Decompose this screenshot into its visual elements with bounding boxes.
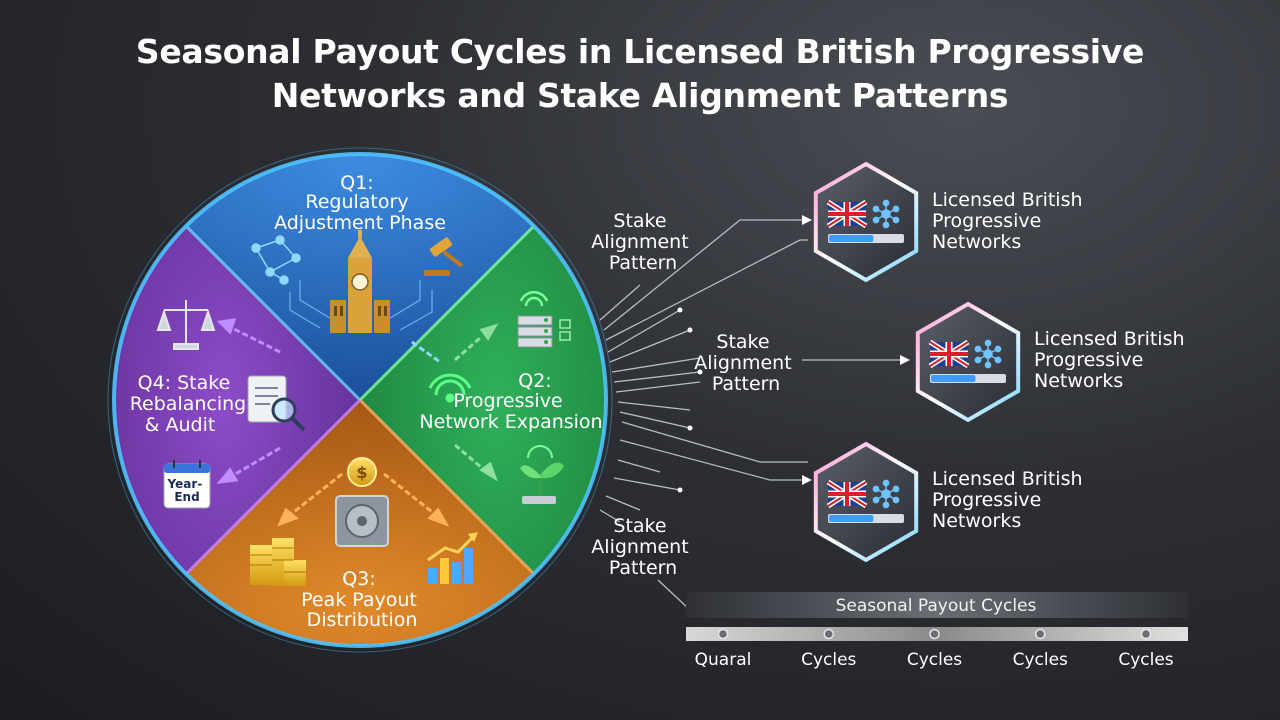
svg-text:$: $: [356, 463, 367, 482]
stake-label-1: Stake Alignment Pattern: [591, 210, 694, 274]
plant-icon: [520, 445, 564, 504]
q3-line1: Q3:: [342, 568, 375, 590]
q4-label: Q4: Stake Rebalancing & Audit: [130, 372, 253, 436]
q4-chain: [216, 318, 281, 484]
timeline: Seasonal Payout Cycles Quaral Cycles Cycle…: [686, 592, 1188, 670]
q1-line2: Regulatory: [305, 191, 408, 213]
q1-line1: Q1:: [340, 172, 373, 194]
wifi-icon: [519, 291, 549, 307]
vault-icon: [335, 495, 389, 547]
timeline-label: Quaral: [695, 650, 752, 670]
network-label-1: Licensed British Progressive Networks: [932, 189, 1089, 253]
timeline-title-bar: [686, 592, 1188, 618]
timeline-tick: [717, 628, 729, 640]
network-icon: [251, 235, 301, 285]
dollar-coin-icon: $: [347, 457, 377, 487]
q1-label: Q1: Regulatory Adjustment Phase: [274, 172, 446, 234]
q2-line3: Network Expansion: [419, 411, 602, 433]
q1-chain: [411, 340, 441, 364]
title-line-1: Seasonal Payout Cycles in Licensed Briti…: [135, 32, 1145, 71]
network-node-3: [813, 441, 919, 563]
bar-chart-icon: [427, 532, 478, 584]
connector-arrows: [802, 215, 910, 485]
timeline-tick: [1140, 628, 1152, 640]
network-node-1: [813, 161, 919, 283]
network-label-2: Licensed British Progressive Networks: [1034, 328, 1191, 392]
network-label-3: Licensed British Progressive Networks: [932, 468, 1089, 532]
progress-fill: [829, 515, 874, 522]
connector-dots: [677, 307, 703, 493]
hub-icon: [872, 479, 900, 509]
timeline-tick: [823, 628, 834, 640]
q4-line2: Rebalancing: [130, 393, 247, 415]
q3-chain: [277, 472, 450, 527]
q2-chain: [454, 323, 499, 482]
server-icon: [517, 315, 571, 348]
q3-line3: Distribution: [307, 609, 418, 631]
q4-segment: [114, 154, 360, 646]
q1-line3: Adjustment Phase: [274, 212, 446, 234]
wheel-outline: [112, 152, 608, 648]
q2-segment: [360, 154, 606, 646]
timeline-tick: [929, 628, 940, 640]
uk-flag-icon: [826, 199, 868, 229]
hub-icon: [974, 339, 1002, 369]
timeline-label: Cycles: [1118, 650, 1173, 670]
calendar-line1: Year-: [167, 477, 203, 491]
timeline-tick: [1035, 628, 1046, 640]
q4-line3: & Audit: [145, 414, 216, 436]
q2-label: Q2: Progressive Network Expansion: [419, 370, 602, 433]
coin-stack-icon: [250, 538, 306, 586]
timeline-label: Cycles: [907, 650, 962, 670]
gavel-icon: [424, 237, 464, 276]
calendar-icon: Year- End: [163, 460, 211, 509]
timeline-title: Seasonal Payout Cycles: [836, 596, 1037, 616]
hub-icon: [872, 199, 900, 229]
uk-flag-icon: [826, 479, 868, 509]
timeline-label: Cycles: [1013, 650, 1068, 670]
stake-label-2: Stake Alignment Pattern: [694, 331, 797, 395]
timeline-label: Cycles: [801, 650, 856, 670]
stake-label-3: Stake Alignment Pattern: [591, 515, 694, 579]
big-ben-icon: [330, 230, 390, 333]
svg-text:Year- End: Year- End: [167, 477, 207, 504]
progress-fill: [829, 235, 874, 242]
signal-icon: [428, 373, 472, 403]
scales-icon: [156, 300, 216, 350]
q2-line1: Q2:: [518, 370, 551, 392]
uk-flag-icon: [928, 339, 970, 369]
document-search-icon: [247, 375, 306, 432]
title-line-2: Networks and Stake Alignment Patterns: [271, 76, 1009, 115]
calendar-line2: End: [174, 490, 199, 504]
q3-segment: [114, 400, 606, 646]
network-node-2: [915, 301, 1021, 423]
page-title: Seasonal Payout Cycles in Licensed Briti…: [0, 30, 1280, 118]
q2-line2: Progressive: [453, 390, 562, 412]
progress-fill: [931, 375, 976, 382]
q3-label: Q3: Peak Payout Distribution: [301, 568, 423, 631]
q3-line2: Peak Payout: [301, 589, 417, 611]
q4-line1: Q4: Stake: [138, 372, 231, 394]
radiating-connectors: [599, 219, 905, 611]
